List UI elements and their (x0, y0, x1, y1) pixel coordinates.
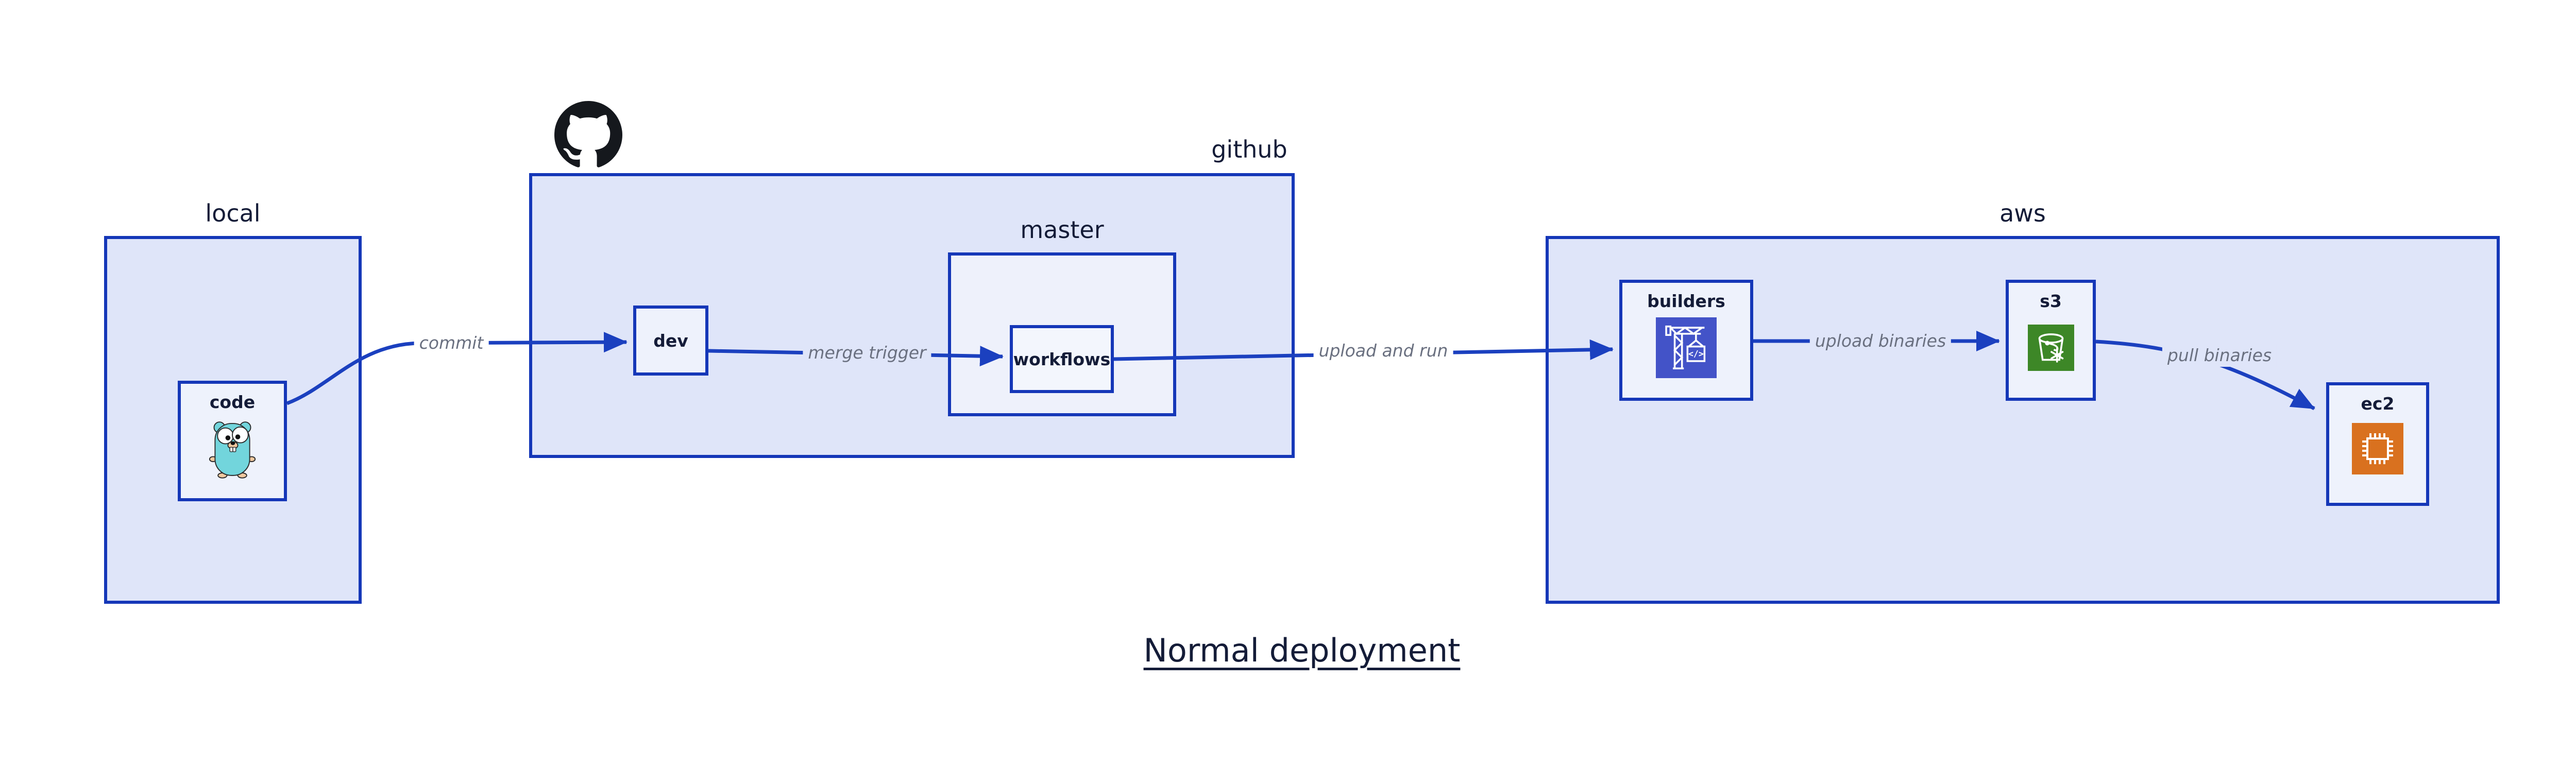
node-code: code (178, 381, 287, 501)
edge-label-upload-and-run: upload and run (1313, 339, 1453, 362)
edge-label-pull-binaries: pull binaries (2162, 344, 2277, 367)
node-dev: dev (633, 305, 708, 376)
aws-ec2-chip-icon (2352, 423, 2403, 474)
github-octocat-icon (554, 101, 622, 167)
node-workflows-label: workflows (1013, 349, 1111, 369)
node-code-label: code (209, 392, 256, 412)
aws-s3-bucket-icon (2027, 325, 2074, 371)
node-workflows: workflows (1010, 325, 1114, 393)
diagram-title: Normal deployment (1143, 632, 1461, 669)
master-container-label: master (1020, 216, 1104, 244)
node-ec2-label: ec2 (2361, 394, 2395, 414)
github-container-label: github (1211, 135, 1287, 163)
codebuild-icon-code-glyph: </> (1688, 349, 1704, 359)
edge-label-upload-binaries: upload binaries (1809, 330, 1952, 352)
node-ec2: ec2 (2326, 382, 2429, 506)
node-s3: s3 (2006, 280, 2096, 401)
node-s3-label: s3 (2040, 291, 2062, 311)
node-builders-label: builders (1647, 291, 1725, 311)
aws-container-label: aws (1999, 199, 2046, 227)
edge-label-merge-trigger: merge trigger (803, 342, 931, 364)
edge-label-commit: commit (414, 332, 489, 354)
aws-codebuild-crane-icon: </> (1656, 317, 1717, 378)
local-container-label: local (205, 199, 261, 227)
node-builders: builders </> (1619, 280, 1753, 401)
go-gopher-icon (209, 421, 256, 479)
node-dev-label: dev (653, 330, 688, 351)
